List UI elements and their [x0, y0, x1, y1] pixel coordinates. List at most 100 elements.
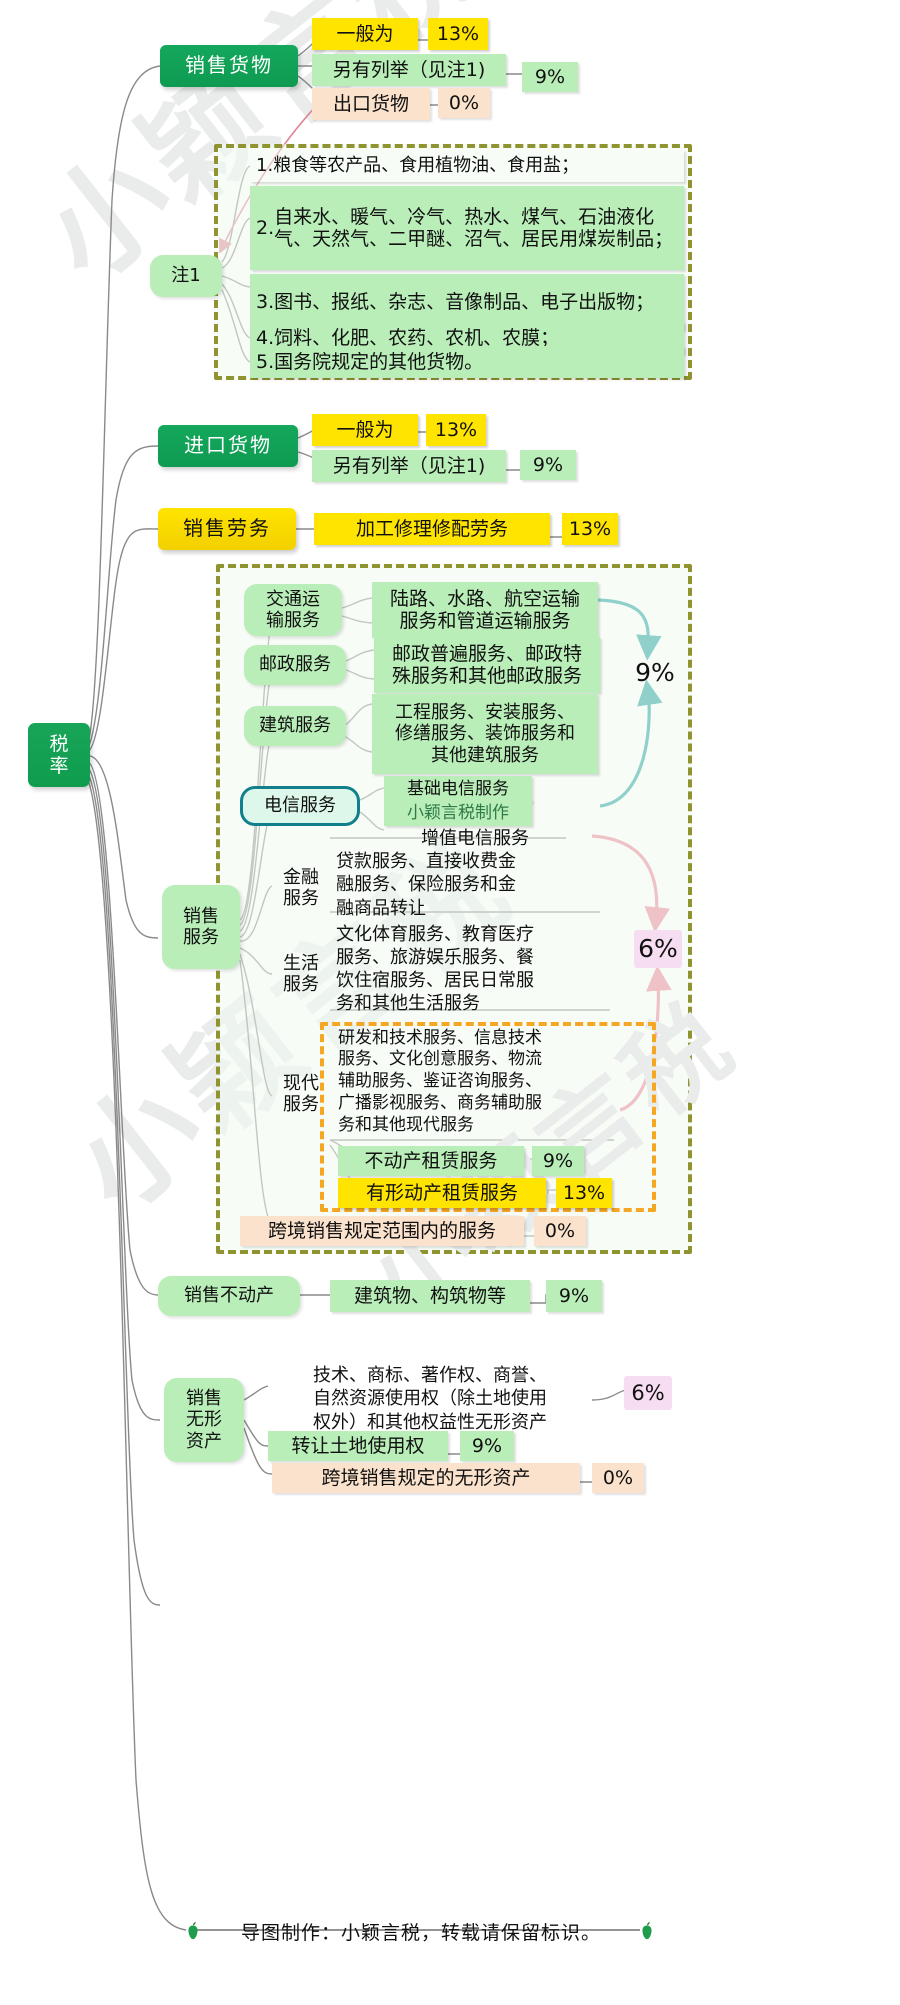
- note1-label: 注1: [171, 265, 201, 287]
- sell-intangible-item-tech[interactable]: 技术、商标、著作权、商誉、 自然资源使用权（除土地使用 权外）和其他权益性无形资…: [268, 1358, 592, 1440]
- desc: 小颖言税制作: [407, 802, 509, 823]
- note1-item-3[interactable]: 3.图书、报纸、杂志、音像制品、电子出版物；: [250, 274, 684, 330]
- label: 跨境销售规定的无形资产: [321, 1466, 531, 1489]
- branch-sell-labor[interactable]: 销售劳务: [158, 508, 296, 550]
- rate: 13%: [562, 1181, 606, 1204]
- text: 饲料、化肥、农药、农机、农膜；: [274, 326, 560, 349]
- service-telecom-desc-watermark: 小颖言税制作: [384, 800, 532, 826]
- rate: 13%: [436, 22, 480, 45]
- label: 不动产租赁服务: [364, 1149, 498, 1172]
- branch-sell-goods[interactable]: 销售货物: [160, 45, 298, 87]
- service-construction-desc[interactable]: 工程服务、安装服务、 修缮服务、装饰服务和 其他建筑服务: [372, 694, 598, 774]
- service-transport-name[interactable]: 交通运 输服务: [244, 584, 342, 636]
- branch-import-goods[interactable]: 进口货物: [158, 425, 298, 467]
- sell-goods-item-general[interactable]: 一般为: [312, 18, 418, 50]
- num: 3.: [256, 290, 275, 313]
- service-daily-name[interactable]: 生活 服务: [272, 948, 330, 1000]
- rental-tangible-rate: 13%: [556, 1178, 612, 1208]
- sell-intangible-item-crossborder[interactable]: 跨境销售规定的无形资产: [272, 1463, 580, 1493]
- label: 转让土地使用权: [291, 1434, 425, 1457]
- label: 销售 无形 资产: [186, 1388, 222, 1452]
- sell-intangible-rate-land: 9%: [460, 1431, 514, 1461]
- sell-realestate-rate: 9%: [546, 1280, 602, 1312]
- text: 自来水、暖气、冷气、热水、煤气、石油液化气、天然气、二甲醚、沼气、居民用煤炭制品…: [274, 205, 674, 250]
- label: 技术、商标、著作权、商誉、 自然资源使用权（除土地使用 权外）和其他权益性无形资…: [313, 1365, 547, 1433]
- import-goods-item-listed[interactable]: 另有列举（见注1): [312, 450, 506, 482]
- rate: 6%: [638, 934, 678, 964]
- label: 交通运 输服务: [266, 588, 320, 631]
- branch-sell-services-label: 销售 服务: [183, 905, 219, 948]
- service-construction-name[interactable]: 建筑服务: [244, 706, 346, 746]
- sell-goods-rate-export: 0%: [438, 88, 490, 118]
- cross-border-service-label[interactable]: 跨境销售规定范围内的服务: [240, 1216, 524, 1246]
- label: 建筑物、构筑物等: [353, 1284, 506, 1307]
- service-telecom-desc-value-added[interactable]: 增值电信服务: [384, 826, 566, 852]
- rate: 0%: [448, 91, 480, 114]
- services-rate-6: 6%: [634, 930, 682, 968]
- text: 粮食等农产品、食用植物油、食用盐；: [273, 155, 580, 177]
- branch-sell-labor-label: 销售劳务: [183, 516, 271, 541]
- desc: 邮政普遍服务、邮政特 殊服务和其他邮政服务: [391, 642, 582, 687]
- services-rate-9: 9%: [628, 655, 682, 691]
- branch-import-goods-label: 进口货物: [184, 433, 272, 458]
- desc: 研发和技术服务、信息技术 服务、文化创意服务、物流 辅助服务、鉴证咨询服务、 广…: [338, 1027, 542, 1135]
- rate: 9%: [532, 453, 564, 476]
- service-postal-name[interactable]: 邮政服务: [244, 645, 346, 685]
- label: 加工修理修配劳务: [355, 517, 508, 540]
- sell-goods-item-export[interactable]: 出口货物: [312, 88, 430, 120]
- desc: 工程服务、安装服务、 修缮服务、装饰服务和 其他建筑服务: [395, 702, 575, 766]
- sell-intangible-rate-crossborder: 0%: [592, 1463, 644, 1493]
- service-modern-name[interactable]: 现代 服务: [272, 1068, 330, 1120]
- note1-item-1[interactable]: 1.粮食等农产品、食用植物油、食用盐；: [250, 150, 684, 182]
- service-daily-desc[interactable]: 文化体育服务、教育医疗 服务、旅游娱乐服务、餐 饮住宿服务、居民日常服 务和其他…: [336, 924, 618, 1014]
- modern-services-dashed-container: [320, 1022, 656, 1212]
- sell-realestate-item[interactable]: 建筑物、构筑物等: [330, 1280, 530, 1312]
- sell-intangible-item-land[interactable]: 转让土地使用权: [268, 1431, 448, 1461]
- branch-sell-realestate[interactable]: 销售不动产: [158, 1276, 300, 1316]
- label: 出口货物: [332, 92, 409, 115]
- service-finance-name[interactable]: 金融 服务: [272, 862, 330, 914]
- cross-border-service-rate: 0%: [534, 1216, 586, 1246]
- label: 金融 服务: [283, 866, 319, 909]
- import-goods-item-general[interactable]: 一般为: [312, 414, 418, 446]
- import-goods-rate-listed: 9%: [520, 450, 576, 480]
- branch-sell-services[interactable]: 销售 服务: [162, 885, 240, 969]
- branch-sell-goods-label: 销售货物: [185, 53, 273, 78]
- service-telecom-name[interactable]: 电信服务: [240, 786, 360, 826]
- footer-apple-right-icon: [636, 1920, 658, 1940]
- label: 电信服务: [264, 795, 336, 817]
- service-telecom-desc-basic[interactable]: 基础电信服务: [384, 776, 532, 802]
- root-node-tax-rate[interactable]: 税 率: [28, 723, 90, 787]
- sell-goods-item-listed[interactable]: 另有列举（见注1): [312, 54, 506, 86]
- rental-realestate-label[interactable]: 不动产租赁服务: [338, 1146, 524, 1176]
- service-modern-desc[interactable]: 研发和技术服务、信息技术 服务、文化创意服务、物流 辅助服务、鉴证咨询服务、 广…: [338, 1028, 624, 1136]
- sell-goods-rate-general: 13%: [428, 18, 488, 50]
- label: 邮政服务: [259, 654, 331, 676]
- sell-goods-rate-listed: 9%: [522, 62, 578, 92]
- note1-node[interactable]: 注1: [150, 255, 222, 297]
- text: 国务院规定的其他货物。: [274, 350, 484, 373]
- rate: 6%: [631, 1380, 665, 1405]
- service-postal-desc[interactable]: 邮政普遍服务、邮政特 殊服务和其他邮政服务: [374, 637, 600, 693]
- rental-realestate-rate: 9%: [532, 1146, 584, 1176]
- label: 一般为: [336, 22, 394, 45]
- rate: 9%: [471, 1434, 503, 1457]
- label: 销售不动产: [184, 1285, 274, 1307]
- branch-sell-intangible[interactable]: 销售 无形 资产: [164, 1378, 244, 1462]
- note1-item-5[interactable]: 5.国务院规定的其他货物。: [250, 346, 684, 378]
- label: 有形动产租赁服务: [365, 1181, 518, 1204]
- rental-tangible-label[interactable]: 有形动产租赁服务: [338, 1178, 546, 1208]
- label: 一般为: [336, 418, 394, 441]
- note1-item-2[interactable]: 2.自来水、暖气、冷气、热水、煤气、石油液化气、天然气、二甲醚、沼气、居民用煤炭…: [250, 186, 684, 270]
- rate: 9%: [558, 1284, 590, 1307]
- label: 另有列举（见注1): [332, 454, 486, 477]
- service-transport-desc[interactable]: 陆路、水路、航空运输 服务和管道运输服务: [372, 582, 598, 638]
- num: 5.: [256, 350, 275, 373]
- sell-labor-item[interactable]: 加工修理修配劳务: [314, 513, 550, 545]
- footer-credit: 导图制作：小颖言税，转载请保留标识。: [206, 1914, 636, 1948]
- rate: 0%: [602, 1466, 634, 1489]
- service-finance-desc[interactable]: 贷款服务、直接收费金 融服务、保险服务和金 融商品转让: [336, 851, 606, 918]
- root-label: 税 率: [49, 732, 69, 777]
- footer-text: 导图制作：小颖言税，转载请保留标识。: [240, 1921, 601, 1944]
